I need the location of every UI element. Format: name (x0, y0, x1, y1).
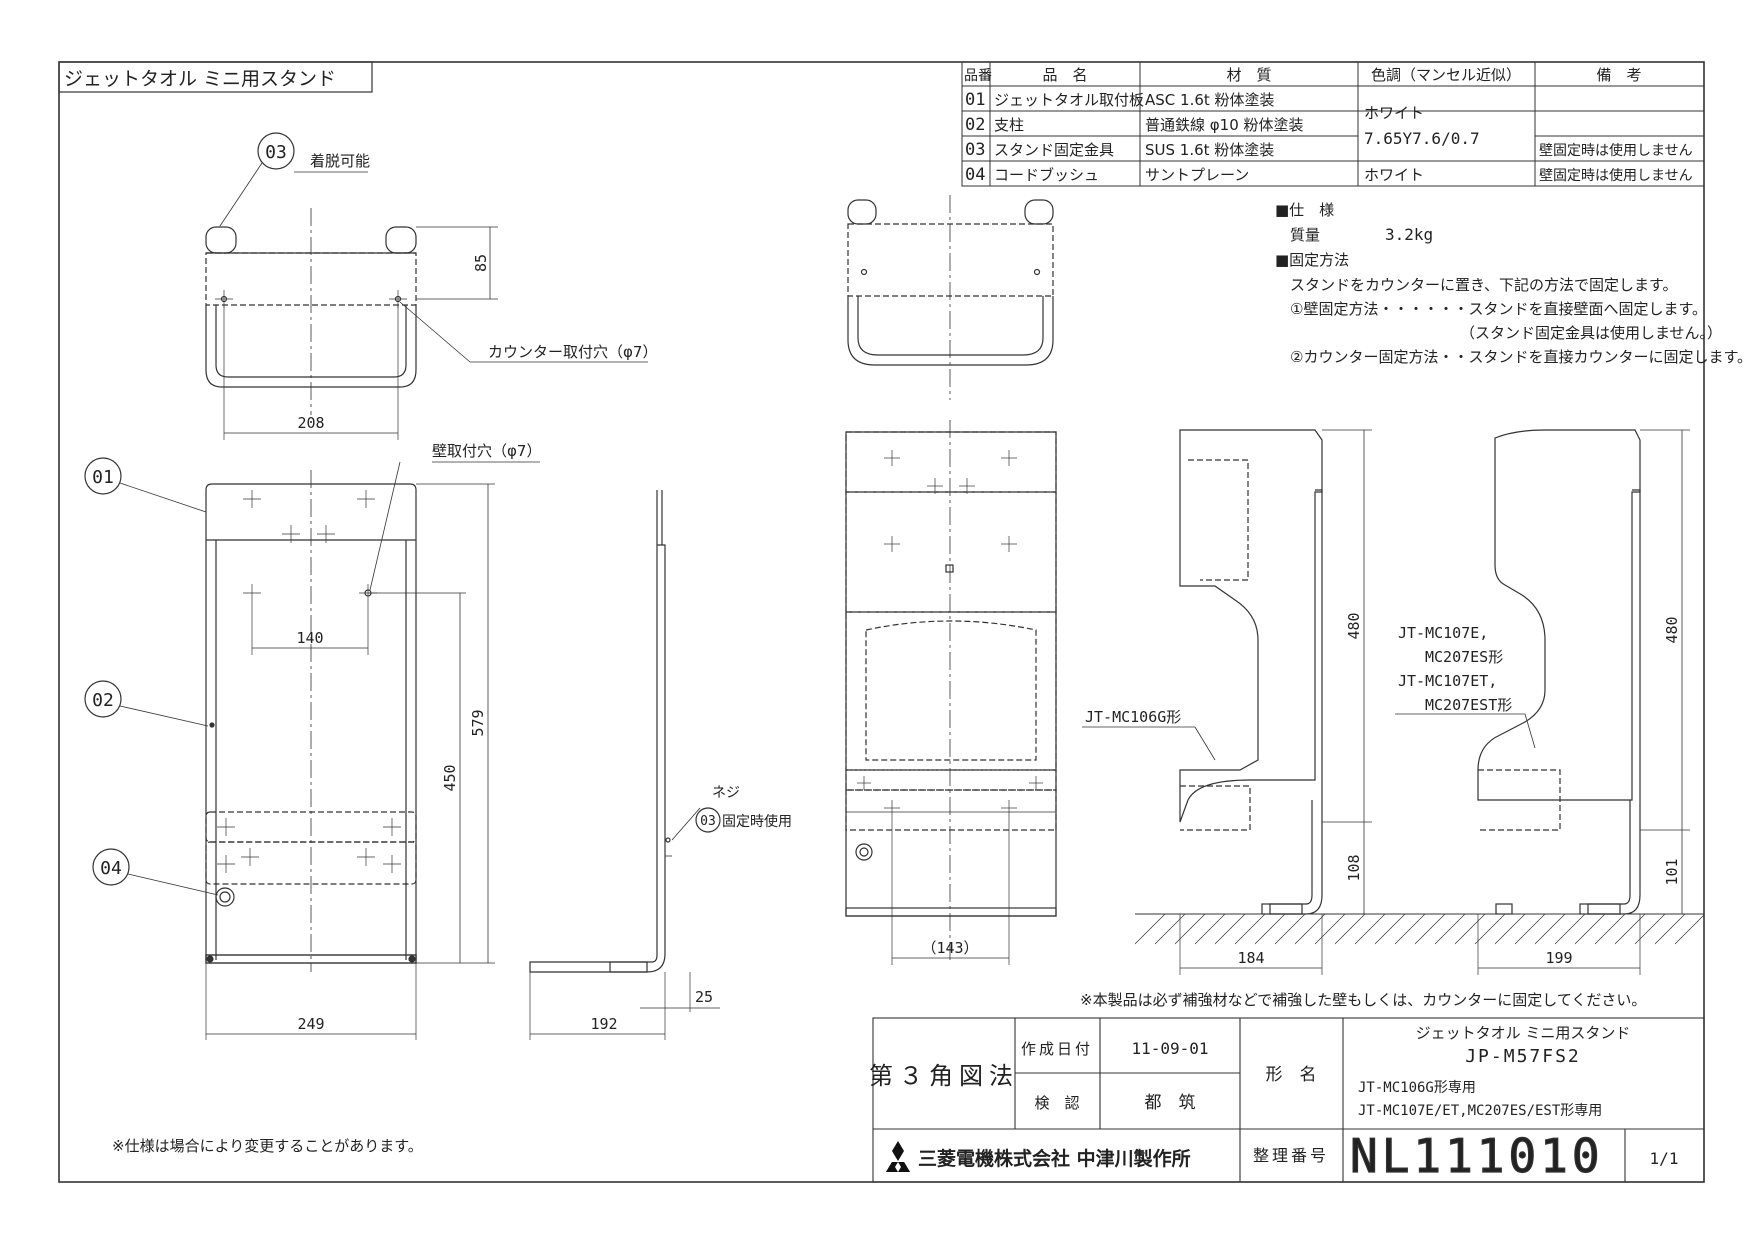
row4-name: コードブッシュ (994, 166, 1099, 184)
sheet-number: 1/1 (1650, 1149, 1679, 1168)
corner-logo-icon (16, 1216, 44, 1235)
mitsubishi-logo-icon (886, 1141, 910, 1172)
projection-label: 第３角図法 (869, 1062, 1019, 1090)
mc107-label-3: JT-MC107ET, (1398, 672, 1497, 690)
th-material: 材 質 (1226, 66, 1271, 84)
row1-no: 01 (965, 90, 985, 110)
spec-fix-heading: ■固定方法 (1275, 251, 1349, 269)
created-label: 作成日付 (1021, 1040, 1093, 1058)
dim-85: 85 (472, 254, 490, 272)
center-front-view (845, 420, 1057, 965)
title-block-text: 第３角図法 作成日付 11-09-01 検 認 都 筑 形 名 ジェットタオル … (869, 1024, 1679, 1184)
front-view (84, 457, 540, 1040)
product-name: ジェットタオル ミニ用スタンド (1416, 1024, 1631, 1042)
callout-03-side: 03 (700, 814, 716, 829)
labels: 03 着脱可能 カウンター取付穴（φ7） 壁取付穴（φ7） 01 02 04 ネ… (92, 142, 1681, 1155)
row3-note: 壁固定時は使用しません (1539, 142, 1693, 159)
dim-199: 199 (1545, 949, 1572, 967)
spec-line1: スタンドをカウンターに置き、下記の方法で固定します。 (1290, 276, 1677, 294)
th-color: 色調（マンセル近似） (1371, 66, 1521, 84)
sheet-frame (58, 61, 1705, 1183)
spec-block: ■仕 様 質量 3.2kg ■固定方法 スタンドをカウンターに置き、下記の方法で… (1275, 201, 1752, 366)
counter-hole-label: カウンター取付穴（φ7） (488, 343, 657, 361)
drawing-title: ジェットタオル ミニ用スタンド (64, 68, 336, 90)
merged-color-2: 7.65Y7.6/0.7 (1364, 129, 1480, 148)
ground-hatch (1134, 913, 1705, 945)
screw-label: ネジ (712, 785, 740, 801)
dim-579: 579 (469, 709, 487, 736)
spec-line3: （スタンド固定金具は使用しません。） (1460, 324, 1722, 342)
spec-mass-label: 質量 (1290, 226, 1320, 244)
center-top-view (847, 195, 1054, 400)
dim-249: 249 (297, 1015, 324, 1033)
dim-25: 25 (695, 988, 713, 1006)
for-model-2: JT-MC107E/ET,MC207ES/EST形専用 (1358, 1103, 1602, 1119)
row2-no: 02 (965, 115, 985, 135)
note-reinforce: ※本製品は必ず補強材などで補強した壁もしくは、カウンターに固定してください。 (1080, 991, 1646, 1009)
fix-use-label: 固定時使用 (722, 813, 792, 830)
spec-heading: ■仕 様 (1275, 201, 1334, 219)
wall-hole-label: 壁取付穴（φ7） (432, 442, 541, 460)
row2-material: 普通鉄線 φ10 粉体塗装 (1145, 116, 1304, 134)
mc107-label-4: MC207EST形 (1425, 696, 1512, 714)
detachable-label: 着脱可能 (310, 152, 370, 170)
title-block (872, 1017, 1705, 1183)
row4-material: サントプレーン (1145, 166, 1249, 184)
row3-name: スタンド固定金具 (994, 141, 1114, 159)
checked-label: 検 認 (1034, 1094, 1079, 1112)
mc106g-label: JT-MC106G形 (1085, 708, 1181, 726)
dim-108: 108 (1345, 854, 1363, 881)
th-name: 品 名 (1042, 66, 1087, 84)
callout-02: 02 (92, 690, 114, 711)
dim-480-a: 480 (1345, 612, 1363, 639)
number-label: 整理番号 (1253, 1146, 1329, 1165)
dim-101: 101 (1663, 858, 1681, 885)
top-view (205, 132, 648, 440)
spec-mass-value: 3.2kg (1385, 225, 1433, 244)
side-view (529, 490, 721, 1040)
parts-table: 品番 品 名 材 質 色調（マンセル近似） 備 考 01 ジェットタオル取付板 … (961, 61, 1705, 187)
spec-line2: ①壁固定方法・・・・・・スタンドを直接壁面へ固定します。 (1290, 300, 1707, 318)
note-change: ※仕様は場合により変更することがあります。 (112, 1137, 423, 1155)
side-view-mc107 (1395, 429, 1690, 975)
row3-no: 03 (965, 140, 985, 160)
row1-material: ASC 1.6t 粉体塗装 (1145, 91, 1275, 109)
title-box: ジェットタオル ミニ用スタンド (58, 61, 373, 93)
row4-no: 04 (965, 165, 985, 185)
row4-note: 壁固定時は使用しません (1539, 167, 1693, 184)
th-no: 品番 (964, 68, 992, 84)
dim-480-b: 480 (1663, 616, 1681, 643)
merged-color-1: ホワイト (1364, 104, 1424, 122)
row1-name: ジェットタオル取付板 (994, 91, 1144, 109)
dim-143: （143） (921, 939, 978, 957)
spec-line4: ②カウンター固定方法・・スタンドを直接カウンターに固定します。 (1290, 348, 1752, 366)
callout-01: 01 (92, 467, 114, 488)
row3-material: SUS 1.6t 粉体塗装 (1145, 141, 1274, 159)
dim-192: 192 (590, 1015, 617, 1033)
created-value: 11-09-01 (1131, 1039, 1208, 1058)
mc107-label-1: JT-MC107E, (1398, 624, 1488, 642)
callout-03-top: 03 (265, 142, 287, 163)
dim-208: 208 (297, 414, 324, 432)
dim-140: 140 (296, 629, 323, 647)
th-note: 備 考 (1596, 66, 1641, 84)
dim-450: 450 (441, 764, 459, 791)
checked-value: 都 筑 (1145, 1093, 1196, 1113)
company-name: 三菱電機株式会社 中津川製作所 (918, 1147, 1191, 1170)
model-label: 形 名 (1266, 1065, 1317, 1085)
row4-color: ホワイト (1364, 166, 1424, 184)
mc107-label-2: MC207ES形 (1425, 648, 1503, 666)
side-view-mc106g (1082, 429, 1704, 975)
callout-04: 04 (100, 858, 122, 879)
dim-184: 184 (1237, 949, 1264, 967)
for-model-1: JT-MC106G形専用 (1358, 1080, 1476, 1096)
model-number: JP-M57FS2 (1465, 1046, 1581, 1067)
number-value: NL111010 (1350, 1129, 1604, 1183)
row2-name: 支柱 (994, 116, 1024, 134)
